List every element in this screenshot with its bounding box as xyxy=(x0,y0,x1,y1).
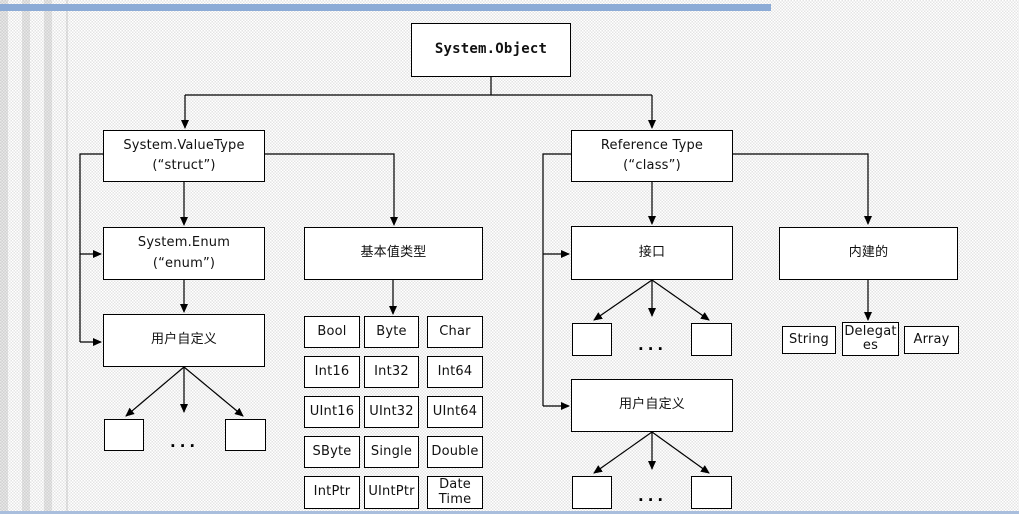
node-user-defined-left: 用户自定义 xyxy=(103,314,265,367)
ellipsis-userdef-left: ... xyxy=(170,433,200,451)
node-delegates: Delegates xyxy=(842,322,899,356)
grid-cell-int64: Int64 xyxy=(427,356,483,388)
node-system-object-label: System.Object xyxy=(434,41,548,58)
node-delegates-label: Delegates xyxy=(844,323,897,353)
grid-cell-single: Single xyxy=(364,436,419,468)
grid-cell-sbyte: SByte xyxy=(304,436,360,468)
node-reference-type-name: Reference Type xyxy=(600,137,704,153)
node-user-defined-right-label: 用户自定义 xyxy=(618,397,685,413)
bottom-accent-bar xyxy=(0,511,1019,514)
grid-cell-label: UInt16 xyxy=(309,403,355,419)
grid-cell-datetime: Date Time xyxy=(427,476,483,509)
grid-cell-label: Date Time xyxy=(438,477,472,507)
grid-cell-char: Char xyxy=(427,316,483,348)
node-basic-value-types: 基本值类型 xyxy=(304,227,483,280)
grid-cell-label: Int32 xyxy=(374,363,409,379)
node-interface: 接口 xyxy=(571,226,733,280)
grid-cell-uint16: UInt16 xyxy=(304,396,360,428)
connector-reftype-left-rail xyxy=(542,153,571,406)
node-user-defined-right: 用户自定义 xyxy=(571,379,733,432)
node-system-enum: System.Enum (“enum”) xyxy=(103,227,265,280)
grid-cell-label: UInt64 xyxy=(432,403,478,419)
leaf-box-userdef-left-2 xyxy=(225,419,266,451)
grid-cell-label: Int16 xyxy=(314,363,350,379)
node-built-in: 内建的 xyxy=(779,227,958,280)
grid-cell-uint32: UInt32 xyxy=(364,396,419,428)
node-reference-type: Reference Type (“class”) xyxy=(571,130,733,182)
grid-cell-label: Single xyxy=(370,443,413,459)
grid-cell-double: Double xyxy=(427,436,483,468)
leaf-box-userdef-right-1 xyxy=(572,476,612,509)
connector-userdefr-child1 xyxy=(593,431,653,474)
node-system-valuetype-name: System.ValueType xyxy=(123,137,245,153)
node-system-valuetype: System.ValueType (“struct”) xyxy=(103,130,265,182)
ellipsis-interface: ... xyxy=(638,336,668,354)
node-array: Array xyxy=(904,326,959,354)
top-accent-bar xyxy=(0,4,771,11)
leaf-box-userdef-left-1 xyxy=(104,419,144,451)
node-user-defined-left-label: 用户自定义 xyxy=(150,332,217,348)
leaf-box-interface-2 xyxy=(691,323,732,356)
leaf-box-interface-1 xyxy=(572,323,612,356)
node-string: String xyxy=(782,326,836,354)
grid-cell-uint64: UInt64 xyxy=(427,396,483,428)
node-system-object: System.Object xyxy=(411,23,571,77)
connector-reftype-builtin xyxy=(733,153,872,225)
node-basic-value-types-label: 基本值类型 xyxy=(360,245,427,261)
connector-userdefr-child3 xyxy=(651,431,710,474)
ellipsis-userdef-right: ... xyxy=(638,487,668,505)
connector-valuetype-left-rail xyxy=(79,153,103,342)
connector-interface-child3 xyxy=(651,279,710,321)
node-interface-label: 接口 xyxy=(638,244,666,260)
connector-userdefl-child3 xyxy=(183,366,244,417)
left-stripe-decoration xyxy=(0,0,68,514)
node-array-label: Array xyxy=(913,331,950,347)
node-system-valuetype-alias: (“struct”) xyxy=(152,158,216,173)
grid-cell-int16: Int16 xyxy=(304,356,360,388)
grid-cell-intptr: IntPtr xyxy=(304,476,360,509)
grid-cell-byte: Byte xyxy=(364,316,419,348)
node-built-in-label: 内建的 xyxy=(848,245,889,261)
grid-cell-label: Double xyxy=(431,443,479,459)
node-string-label: String xyxy=(789,331,829,347)
grid-cell-uintptr: UIntPtr xyxy=(364,476,419,509)
grid-cell-label: IntPtr xyxy=(313,484,351,500)
grid-cell-label: Bool xyxy=(317,323,347,339)
grid-cell-label: SByte xyxy=(312,443,352,459)
grid-cell-int32: Int32 xyxy=(364,356,419,388)
connector-interface-child1 xyxy=(593,279,653,321)
grid-cell-label: UIntPtr xyxy=(368,484,415,500)
node-system-enum-alias: (“enum”) xyxy=(152,255,216,271)
grid-cell-label: Int64 xyxy=(437,363,473,379)
grid-cell-label: Byte xyxy=(376,323,407,339)
node-reference-type-alias: (“class”) xyxy=(623,158,681,173)
connector-userdefl-child1 xyxy=(125,366,185,417)
connector-valuetype-basic xyxy=(265,153,398,226)
leaf-box-userdef-right-2 xyxy=(691,476,732,509)
grid-cell-label: UInt32 xyxy=(369,403,414,419)
grid-cell-label: Char xyxy=(439,323,471,339)
node-system-enum-name: System.Enum xyxy=(137,235,231,251)
grid-cell-bool: Bool xyxy=(304,316,360,348)
